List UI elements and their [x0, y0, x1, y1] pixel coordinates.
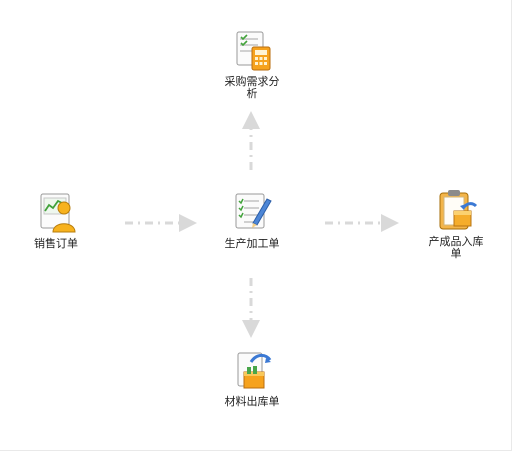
- checklist-pen-icon: [235, 193, 272, 229]
- node-sales-order[interactable]: 销售订单: [18, 190, 94, 250]
- clipboard-box-icon: [439, 190, 478, 230]
- box-arrow-icon: [237, 352, 272, 389]
- node-label: 销售订单: [34, 237, 78, 250]
- node-finished-goods-receipt[interactable]: 产成品入库单: [420, 188, 492, 260]
- node-label: 产成品入库单: [428, 235, 484, 260]
- calculator-document-icon: [236, 31, 271, 71]
- node-production-order[interactable]: 生产加工单: [216, 190, 288, 250]
- user-chart-icon: [40, 193, 76, 233]
- node-purchase-analysis[interactable]: 采购需求分析: [216, 28, 288, 100]
- node-label: 采购需求分析: [224, 75, 280, 100]
- node-label: 生产加工单: [224, 237, 280, 250]
- node-label: 材料出库单: [224, 395, 280, 408]
- node-material-issue[interactable]: 材料出库单: [216, 348, 288, 408]
